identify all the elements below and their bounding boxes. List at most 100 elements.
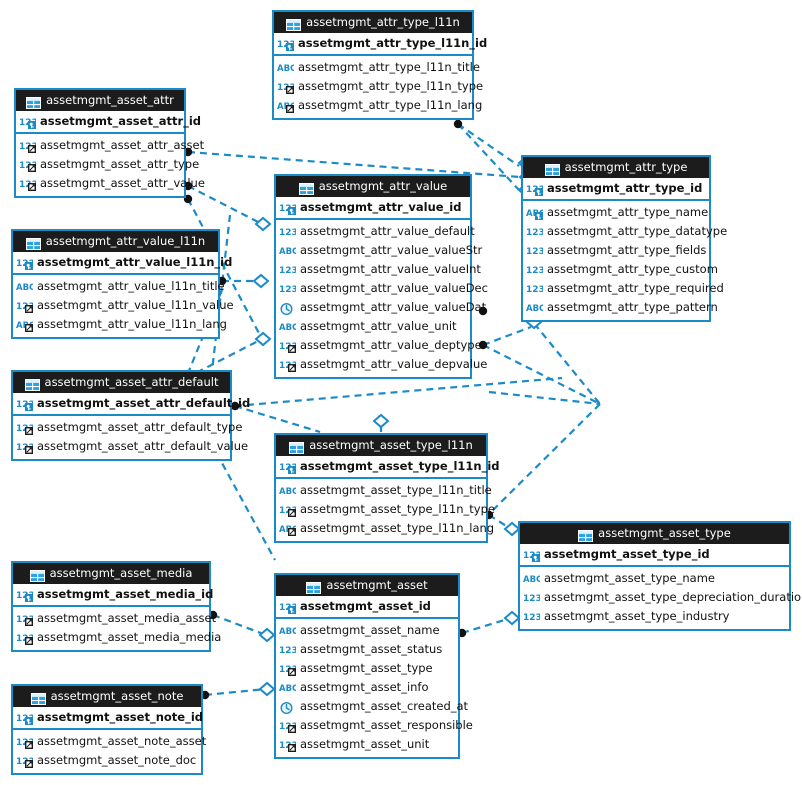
entity-header[interactable]: assetmgmt_attr_type xyxy=(523,157,709,178)
relationship-line[interactable] xyxy=(187,185,263,225)
relationship-line[interactable] xyxy=(488,390,601,406)
relationship-line[interactable] xyxy=(482,325,532,347)
relationship-line[interactable] xyxy=(212,613,267,637)
relationship-line[interactable] xyxy=(457,123,520,191)
relationship-line[interactable] xyxy=(187,150,521,179)
entity-title: assetmgmt_asset_type xyxy=(598,526,731,540)
column-row[interactable]: assetmgmt_asset_created_at xyxy=(276,697,468,716)
svg-text:123: 123 xyxy=(16,615,33,625)
relationship-line[interactable] xyxy=(204,687,267,697)
entity-header[interactable]: assetmgmt_asset_note xyxy=(13,686,201,707)
entity-header[interactable]: assetmgmt_attr_type_l11n xyxy=(274,12,472,33)
entity-header[interactable]: assetmgmt_asset_attr xyxy=(16,90,184,111)
column-name: assetmgmt_asset_id xyxy=(300,598,431,613)
relationship-line[interactable] xyxy=(234,376,563,408)
svg-text:123: 123 xyxy=(279,361,296,371)
entity-header[interactable]: assetmgmt_asset xyxy=(276,575,458,596)
entity-header[interactable]: assetmgmt_asset_type_l11n xyxy=(276,435,486,456)
entity-header[interactable]: assetmgmt_asset_media xyxy=(13,563,209,584)
relationship-line[interactable] xyxy=(482,321,601,405)
entity-header[interactable]: assetmgmt_asset_type xyxy=(520,523,789,544)
relationship-line[interactable] xyxy=(488,514,512,530)
entity-header[interactable]: assetmgmt_asset_attr_default xyxy=(13,372,230,393)
relationship-line[interactable] xyxy=(457,123,520,167)
relationship-line[interactable] xyxy=(187,198,263,340)
entity-header[interactable]: assetmgmt_attr_value xyxy=(276,176,470,197)
number-icon: 123 xyxy=(526,263,543,277)
svg-text:123: 123 xyxy=(523,594,540,604)
svg-text:123: 123 xyxy=(19,142,36,152)
svg-text:ABC: ABC xyxy=(16,283,33,293)
relationship-line[interactable] xyxy=(488,403,601,515)
relationship-line[interactable] xyxy=(461,616,512,635)
column-row[interactable]: assetmgmt_attr_value_valueDat xyxy=(276,298,486,317)
relationship-line[interactable] xyxy=(234,404,321,434)
number-key-icon: 123 xyxy=(16,256,33,270)
entity-header[interactable]: assetmgmt_attr_value_l11n xyxy=(13,231,218,252)
